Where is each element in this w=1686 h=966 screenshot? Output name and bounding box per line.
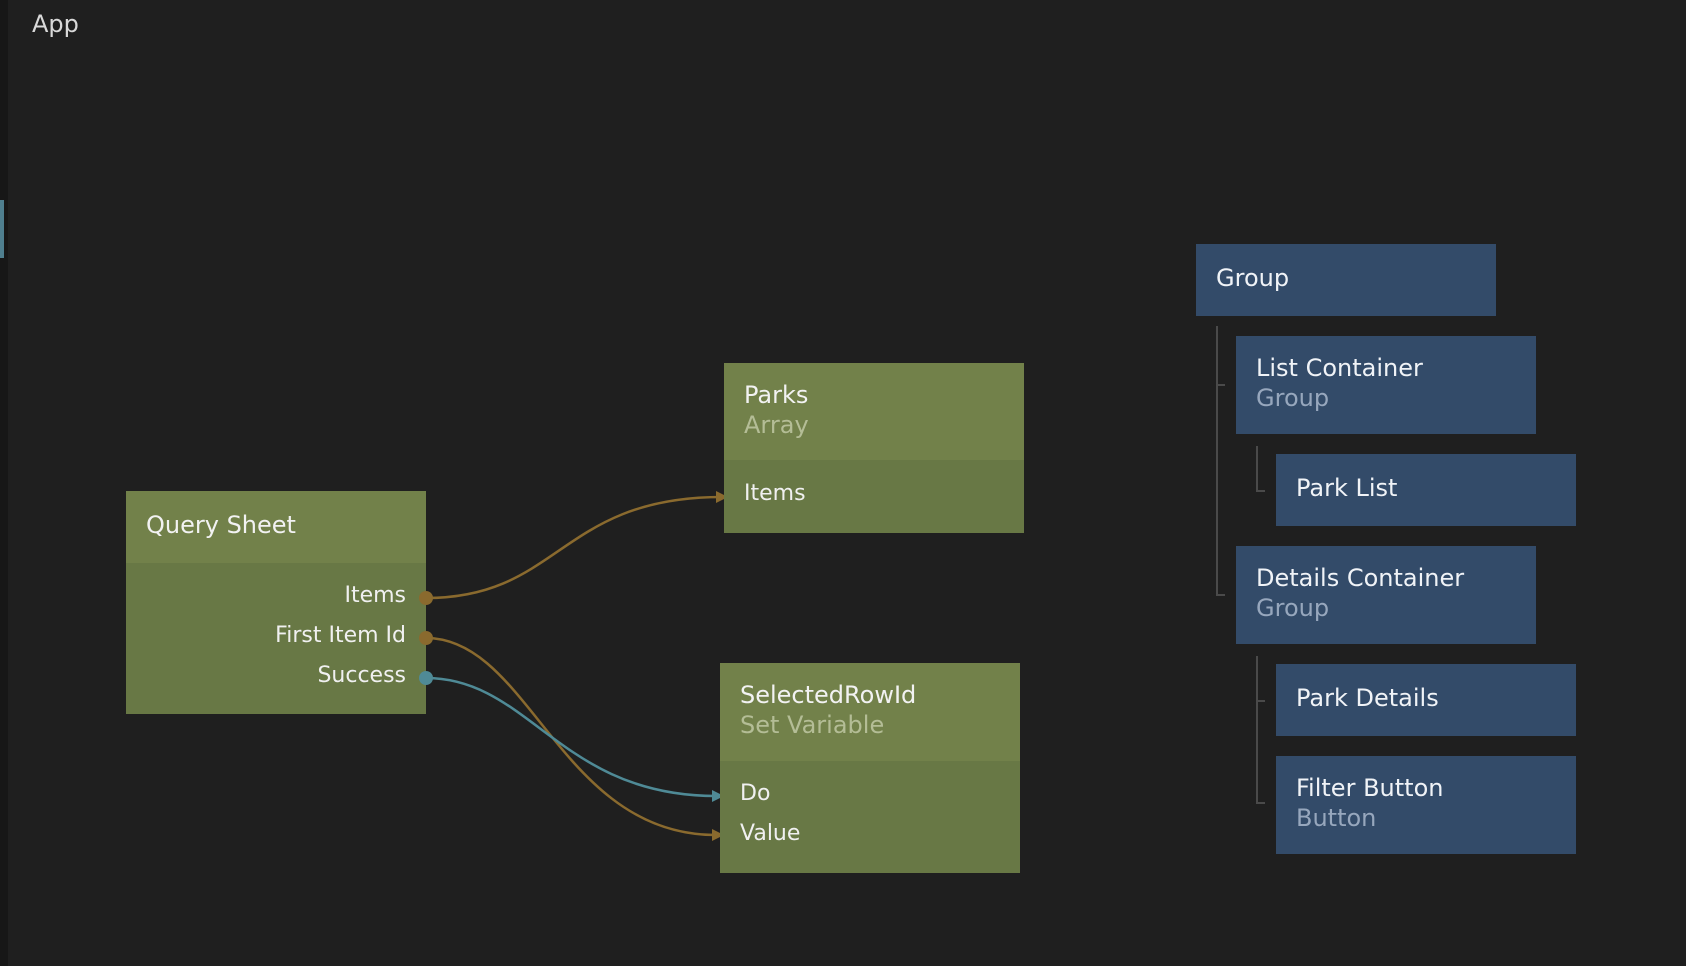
- tree-line-details: [1256, 656, 1258, 804]
- wire-first-item-id-to-value: [425, 636, 717, 837]
- query-sheet-port-items: Items: [344, 583, 406, 608]
- tree-tick-park-details: [1256, 700, 1265, 702]
- tree-node-filter-button-title: Filter Button: [1296, 774, 1444, 802]
- parks-header: Parks Array: [724, 363, 1024, 460]
- left-panel-edge: [0, 0, 8, 966]
- query-sheet-port-first-item-id: First Item Id: [275, 623, 406, 648]
- tree-line-list: [1256, 446, 1258, 492]
- tree-node-details-container-title: Details Container: [1256, 564, 1465, 592]
- tree-node-filter-button[interactable]: Filter Button Button: [1276, 756, 1576, 854]
- tree-node-group[interactable]: Group: [1196, 244, 1496, 316]
- wire-items-to-parks-items: [425, 495, 723, 600]
- left-panel-indicator: [0, 200, 4, 258]
- tree-tick-list-container: [1216, 384, 1225, 386]
- query-sheet-ports: [126, 563, 426, 714]
- selected-row-id-title: SelectedRowId: [740, 681, 917, 709]
- selected-row-id-port-do: Do: [740, 781, 771, 806]
- selected-row-id-port-value: Value: [740, 821, 801, 846]
- tree-node-filter-button-type: Button: [1296, 804, 1377, 832]
- selected-row-id-node[interactable]: SelectedRowId Set Variable Do Value: [720, 663, 1020, 873]
- wire-success-to-do: [425, 676, 717, 798]
- selected-row-id-header: SelectedRowId Set Variable: [720, 663, 1020, 761]
- tree-node-park-details[interactable]: Park Details: [1276, 664, 1576, 736]
- tree-node-park-list-title: Park List: [1296, 474, 1398, 502]
- parks-port-items: Items: [744, 481, 806, 506]
- parks-node[interactable]: Parks Array Items: [724, 363, 1024, 533]
- query-sheet-node[interactable]: Query Sheet: [126, 491, 426, 714]
- component-title: App: [32, 10, 79, 38]
- tree-node-park-details-title: Park Details: [1296, 684, 1439, 712]
- query-sheet-title: Query Sheet: [146, 511, 296, 539]
- tree-tick-filter-button: [1256, 802, 1265, 804]
- tree-tick-park-list: [1256, 490, 1265, 492]
- parks-ports: Items: [724, 460, 1024, 533]
- parks-type: Array: [744, 411, 809, 439]
- tree-node-list-container-title: List Container: [1256, 354, 1423, 382]
- parks-title: Parks: [744, 381, 809, 409]
- output-port-items[interactable]: [419, 591, 433, 605]
- output-port-success[interactable]: [419, 671, 433, 685]
- tree-line-root: [1216, 326, 1218, 596]
- tree-node-list-container-type: Group: [1256, 384, 1330, 412]
- tree-node-park-list[interactable]: Park List: [1276, 454, 1576, 526]
- selected-row-id-ports: Do Value: [720, 761, 1020, 873]
- tree-node-list-container[interactable]: List Container Group: [1236, 336, 1536, 434]
- query-sheet-header: Query Sheet: [126, 491, 426, 563]
- tree-node-details-container-type: Group: [1256, 594, 1330, 622]
- output-port-first-item-id[interactable]: [419, 631, 433, 645]
- selected-row-id-type: Set Variable: [740, 711, 885, 739]
- tree-node-group-title: Group: [1216, 264, 1290, 292]
- tree-tick-details-container: [1216, 594, 1225, 596]
- query-sheet-port-success: Success: [317, 663, 406, 688]
- tree-node-details-container[interactable]: Details Container Group: [1236, 546, 1536, 644]
